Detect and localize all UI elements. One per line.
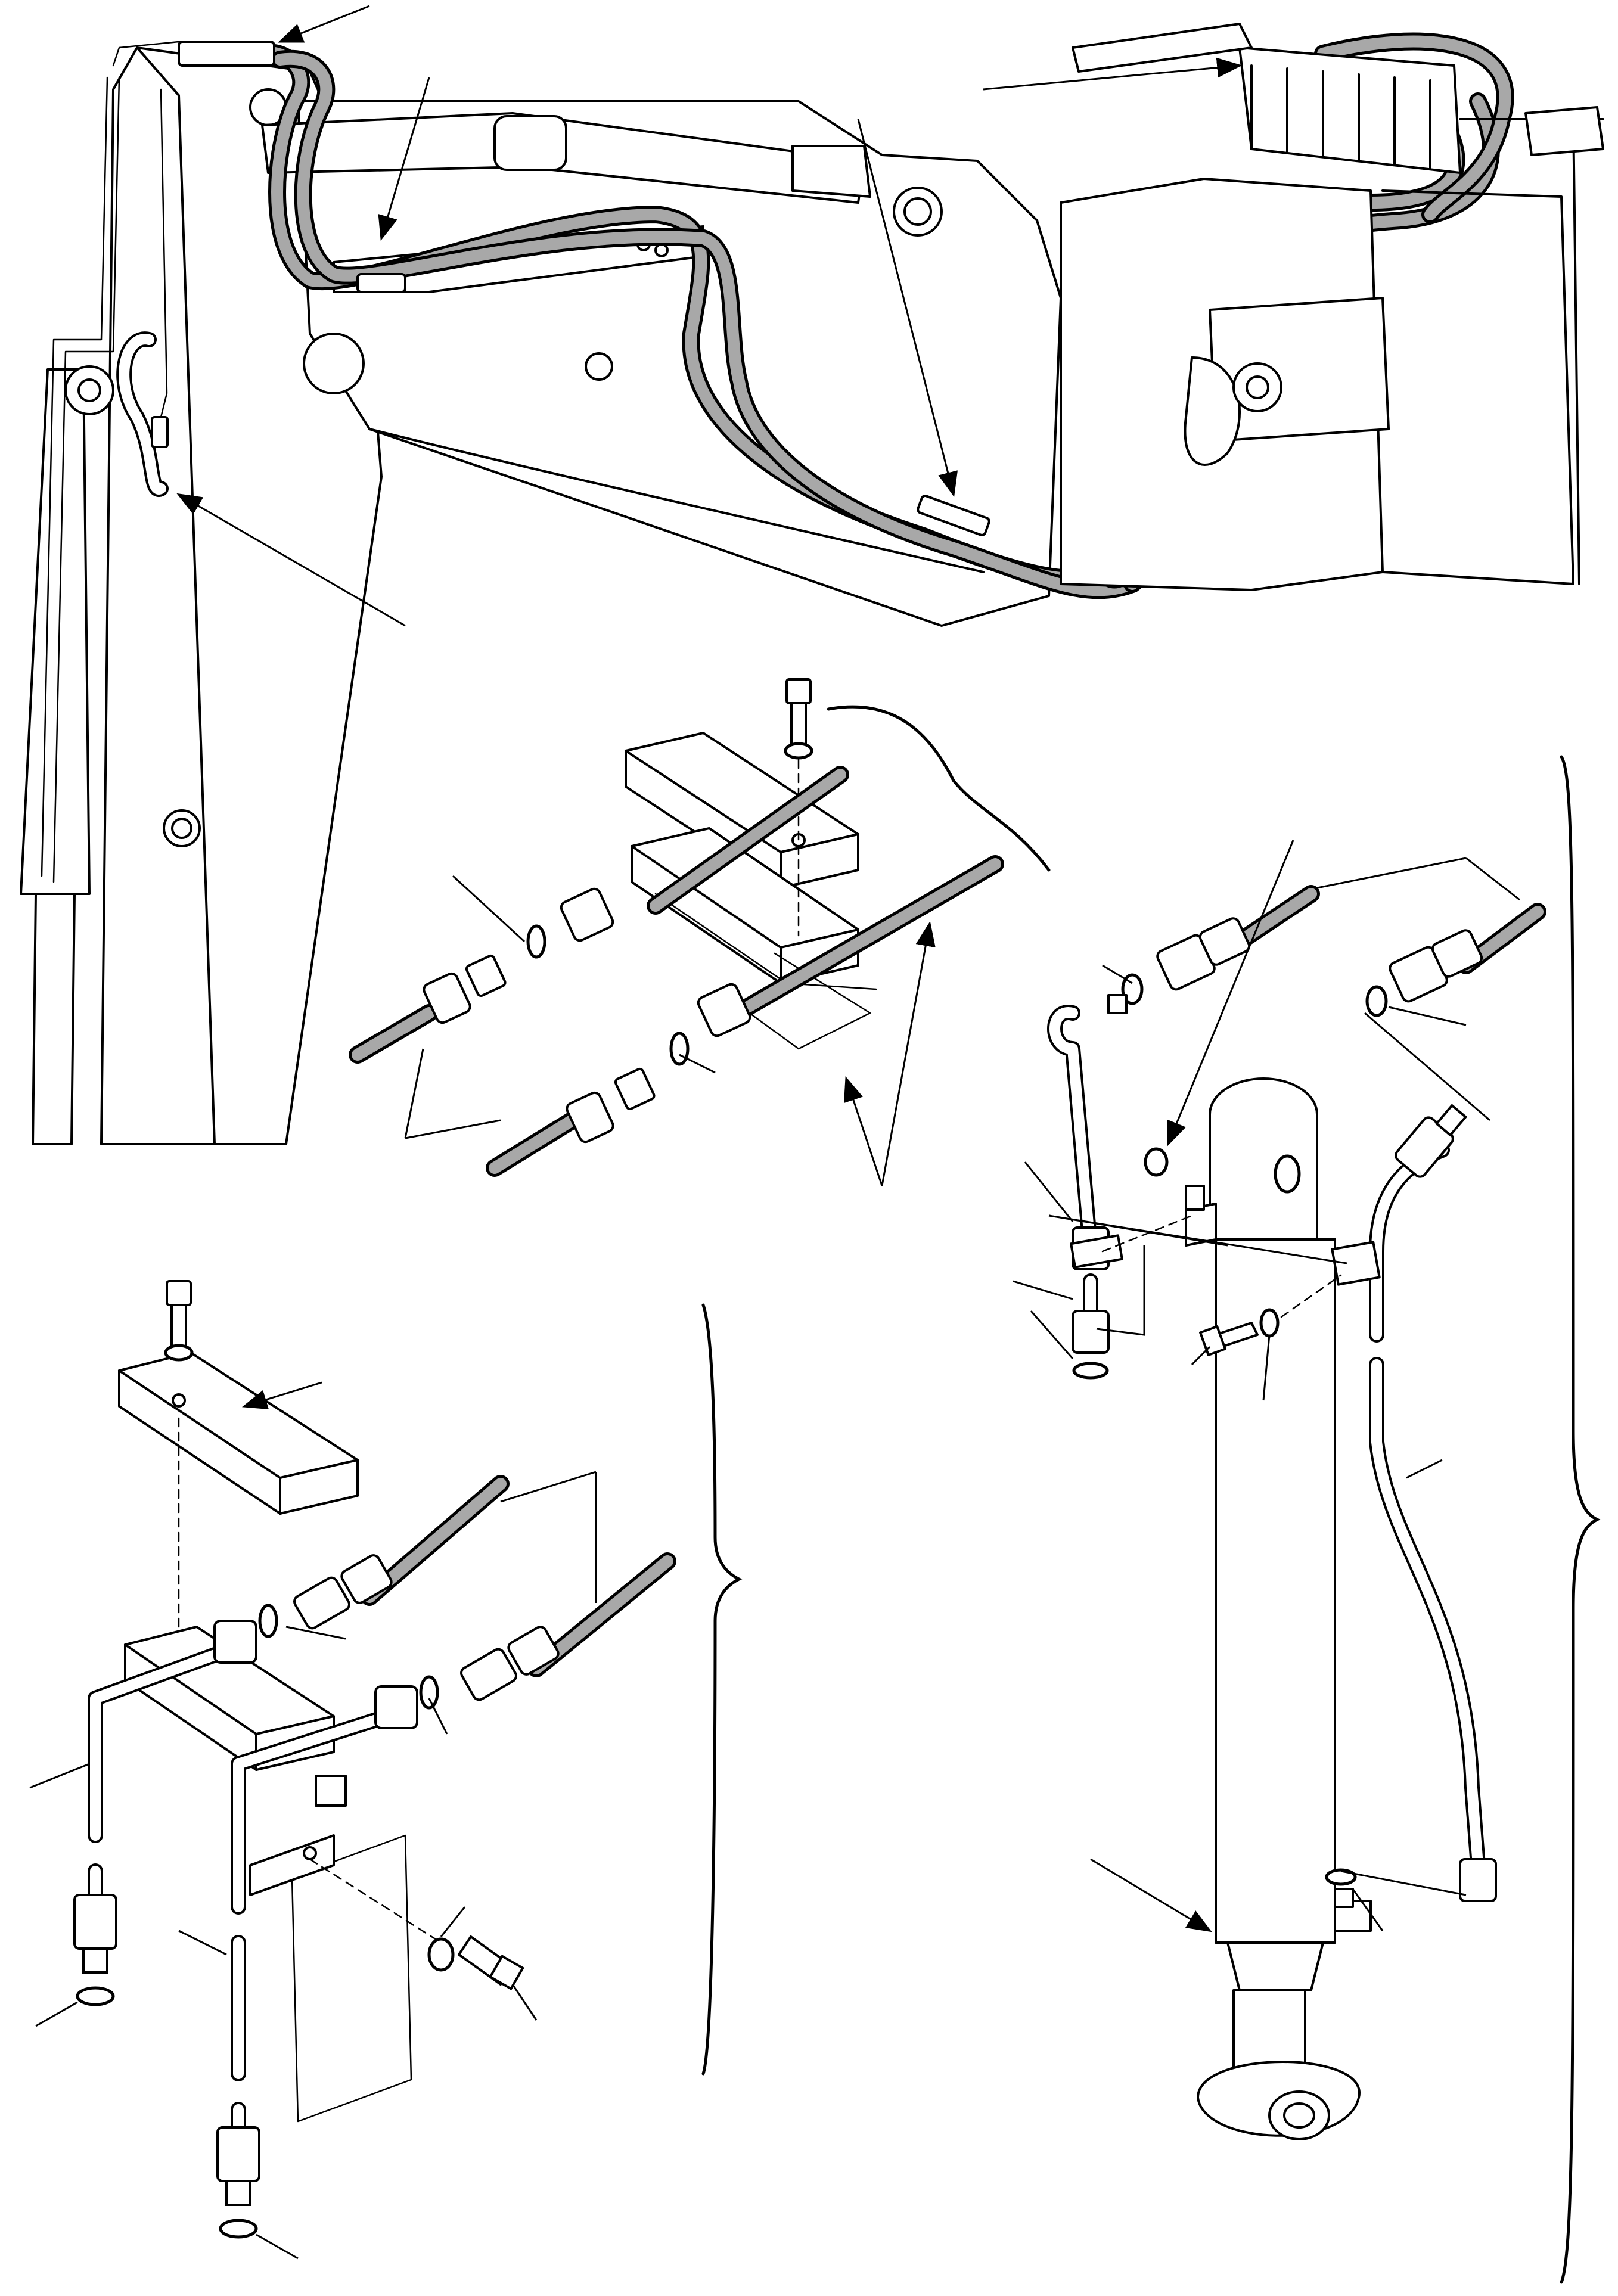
cylinder-ports [1185,1185,1372,1932]
o-ring-icon [526,924,546,959]
arrow-icon [176,493,406,627]
brace-icon [701,1303,743,2076]
arrow-icon [983,57,1243,91]
detail-a-leaders [404,875,936,1186]
control-valve [1072,23,1461,174]
o-ring-icon [1365,985,1388,1017]
brace-icon [827,705,1051,872]
o-ring-icon [419,1675,439,1710]
o-ring-icon [1144,1147,1169,1177]
bolt-icon [785,678,812,704]
arrow-icon [1090,1858,1212,1933]
cylinder-hoses [1107,885,1546,1017]
detail-b-leaders [29,1381,597,2260]
clamp-b-upper [118,1351,359,1515]
arm-hoses-b [293,1475,676,1701]
arrow-icon [1167,840,1294,1147]
detail-a-brace [827,705,1051,872]
bolt-icon [166,1280,192,1306]
swing-bracket [1060,106,1604,591]
boom-hose-clamp-detail [349,678,1051,1186]
detail-c-leaders [1013,840,1520,1933]
hose-fitting-icon [566,1091,614,1144]
clamp-bolt [784,678,813,937]
mounting-hardware-c [1101,1214,1342,1356]
washer-icon [784,742,813,760]
bracket-b [249,1834,524,2123]
brace-icon [1560,755,1601,2284]
arm-pipe-clamp-detail [29,1280,743,2260]
arrow-icon [857,119,958,498]
head-end-tube [1331,1104,1497,1902]
top-view-leaders [176,5,1243,627]
detail-b-brace [701,1303,743,2076]
o-ring-icon [669,1032,690,1066]
cylinder [1197,1077,1361,2140]
boom-hose-pair [647,766,1004,1028]
boom [297,100,1062,627]
hose-fitting-icon [1072,1310,1110,1354]
arm-cylinder [20,365,114,1145]
o-ring-icon [1072,1362,1109,1380]
clamp-b-bolt [164,1280,194,1658]
hose-fitting-icon [1459,1858,1497,1902]
hose-fitting-icon [216,2126,260,2182]
cylinder-hose-connection-detail [1013,755,1601,2284]
hose-fitting-icon [73,1894,117,1950]
arrow-icon [378,77,430,241]
detail-c-brace [1560,755,1601,2284]
arrow-icon [241,1381,322,1409]
hose-fitting-icon [423,972,471,1024]
arrow-icon [881,921,936,1186]
washer-icon [164,1344,194,1362]
arrow-icon [844,1076,883,1186]
arrow-icon [278,5,370,43]
o-ring-icon [76,1986,115,2006]
hose-fittings-a [349,887,751,1177]
rod-end-tube [1047,1005,1169,1380]
o-ring-icon [1325,1868,1357,1886]
o-ring-icon [219,2219,258,2239]
o-ring-icon [258,1604,278,1638]
washer-icon [427,1937,455,1972]
arm-pipes-b [73,1604,439,2239]
washer-icon [1259,1308,1280,1338]
boom-arm-hose-routing-view [20,5,1604,1145]
